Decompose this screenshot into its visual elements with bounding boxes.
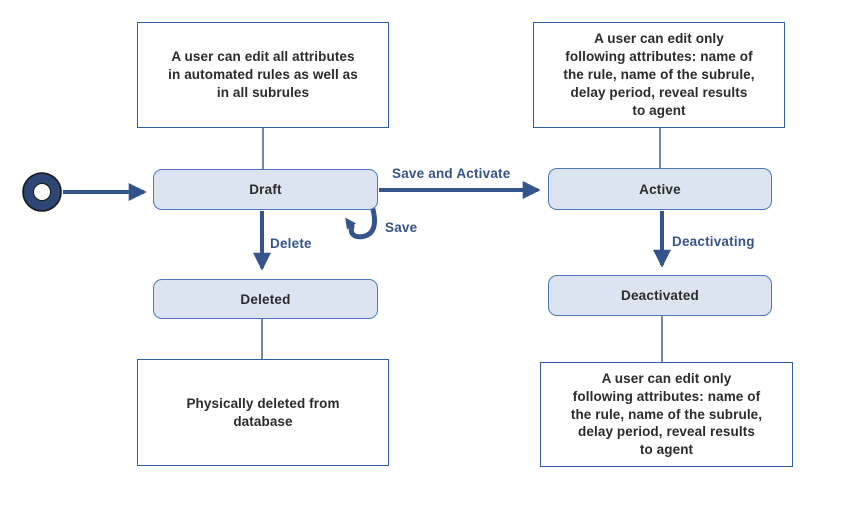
state-node-active: Active: [548, 168, 772, 210]
transition-label-delete: Delete: [270, 236, 312, 251]
annotation-draft-editability: A user can edit all attributes in automa…: [137, 22, 389, 128]
arrow-draft-self-loop: [348, 201, 378, 240]
annotation-deactivated-editability: A user can edit only following attribute…: [540, 362, 793, 467]
initial-state-hole: [33, 183, 51, 201]
annotation-deleted-physical-delete: Physically deleted from database: [137, 359, 389, 466]
transition-label-save: Save: [385, 220, 418, 235]
transition-label-deactivating: Deactivating: [672, 234, 755, 249]
arrow-draft-self-loop-head: [345, 217, 357, 230]
state-node-deleted: Deleted: [153, 279, 378, 319]
annotation-active-editability: A user can edit only following attribute…: [533, 22, 785, 128]
state-node-draft: Draft: [153, 169, 378, 210]
state-node-deactivated: Deactivated: [548, 275, 772, 316]
transition-label-save-and-activate: Save and Activate: [392, 166, 511, 181]
